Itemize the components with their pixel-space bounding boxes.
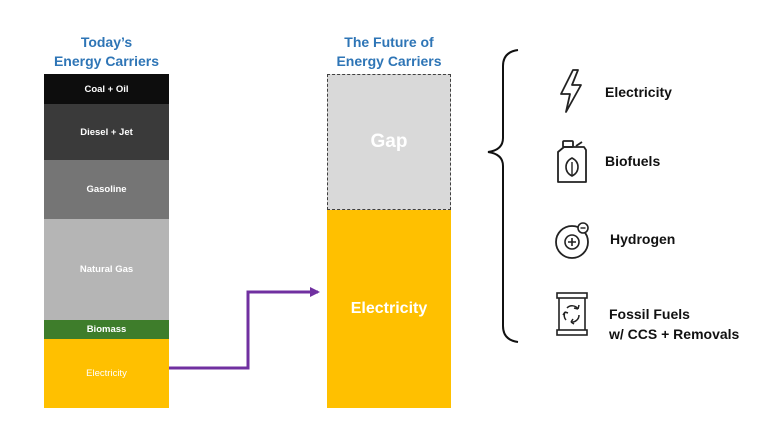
future-heading-line1: The Future of <box>344 34 434 50</box>
segment-electricity: Electricity <box>44 339 169 408</box>
option-electricity: Electricity <box>605 82 672 102</box>
future-stack: Gap Electricity <box>327 74 451 408</box>
hydrogen-atom-icon <box>555 222 589 259</box>
gap-label: Gap <box>370 131 408 152</box>
option-electricity-label: Electricity <box>605 84 672 100</box>
option-fossil-fuels: Fossil Fuels w/ CCS + Removals <box>609 304 739 344</box>
fuel-can-leaf-icon <box>557 140 587 183</box>
segment-coal-oil-label: Coal + Oil <box>84 83 129 95</box>
segment-diesel-jet: Diesel + Jet <box>44 104 169 160</box>
segment-natural-gas: Natural Gas <box>44 219 169 320</box>
curly-brace <box>487 49 519 343</box>
option-hydrogen: Hydrogen <box>610 229 675 249</box>
gap-box: Gap <box>327 74 451 210</box>
connector-arrow <box>169 287 320 370</box>
future-electricity-label: Electricity <box>350 300 428 317</box>
future-electricity-box: Electricity <box>327 210 451 408</box>
future-heading: The Future of Energy Carriers <box>314 33 464 71</box>
segment-electricity-label: Electricity <box>86 368 127 379</box>
segment-coal-oil: Coal + Oil <box>44 74 169 104</box>
recycling-barrel-icon <box>556 292 588 336</box>
option-hydrogen-label: Hydrogen <box>610 231 676 247</box>
option-fossil-fuels-label-line2: w/ CCS + Removals <box>609 326 740 342</box>
segment-diesel-jet-label: Diesel + Jet <box>80 126 133 138</box>
option-biofuels: Biofuels <box>605 151 660 171</box>
segment-gasoline-label: Gasoline <box>86 184 127 195</box>
today-heading-line2: Energy Carriers <box>53 53 160 69</box>
future-heading-line2: Energy Carriers <box>336 53 442 69</box>
today-heading-line1: Today’s <box>80 34 133 50</box>
segment-biomass-label: Biomass <box>86 324 127 335</box>
segment-biomass: Biomass <box>44 320 169 339</box>
option-fossil-fuels-label-line1: Fossil Fuels <box>609 306 690 322</box>
today-heading: Today’s Energy Carriers <box>44 33 169 71</box>
today-stack: Coal + Oil Diesel + Jet Gasoline Natural… <box>44 74 169 408</box>
segment-natural-gas-label: Natural Gas <box>79 264 134 275</box>
segment-gasoline: Gasoline <box>44 160 169 219</box>
lightning-bolt-icon <box>560 69 582 113</box>
option-biofuels-label: Biofuels <box>605 153 661 169</box>
